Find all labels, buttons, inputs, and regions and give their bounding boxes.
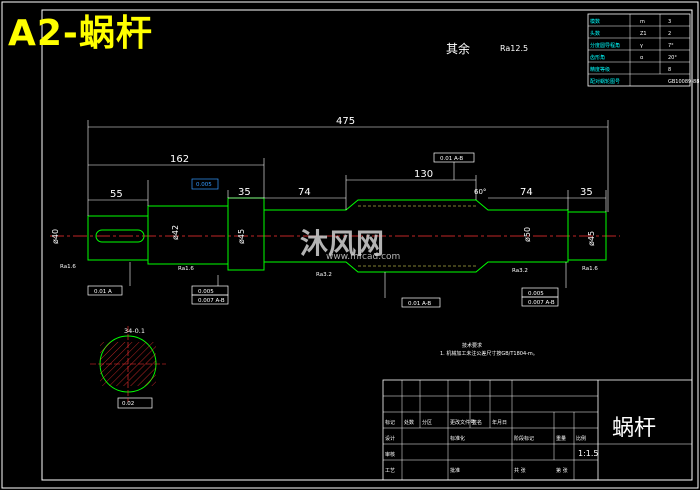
title-block-label: 比例 bbox=[576, 435, 586, 442]
title-block-label: 更改文件号 bbox=[450, 419, 475, 426]
svg-text:0.02: 0.02 bbox=[122, 401, 134, 407]
svg-text:Ra3.2: Ra3.2 bbox=[512, 268, 528, 274]
dim-left-shoulder: 35 bbox=[238, 187, 251, 198]
dim-dia-42: ø42 bbox=[171, 225, 180, 240]
dimension-text: 475 162 55 35 74 130 74 35 60° ø40 ø42 ø… bbox=[51, 116, 596, 246]
params-cell-a: Z1 bbox=[640, 31, 647, 37]
svg-text:0.01 A-B: 0.01 A-B bbox=[440, 156, 463, 162]
title-block-label: 阶段标记 bbox=[514, 435, 534, 442]
part-name: 蜗杆 bbox=[612, 416, 657, 441]
watermark-url: www.mfcad.com bbox=[326, 252, 401, 262]
dim-dia-45-left: ø45 bbox=[237, 229, 246, 244]
dim-mid-right: 74 bbox=[520, 187, 533, 198]
svg-text:0.01 A-B: 0.01 A-B bbox=[408, 301, 431, 307]
svg-text:0.005: 0.005 bbox=[198, 289, 214, 295]
title-block bbox=[382, 379, 693, 481]
params-cell-b: 8 bbox=[668, 67, 671, 73]
title-block-label: 年月日 bbox=[492, 419, 507, 426]
title-block-label: 标记 bbox=[385, 419, 395, 426]
dim-dia-left: ø40 bbox=[51, 229, 60, 244]
params-cell-b: 2 bbox=[668, 31, 671, 37]
dim-dia-45-right: ø45 bbox=[587, 231, 596, 246]
dim-chamfer: 60° bbox=[474, 188, 486, 196]
svg-text:34-0.1: 34-0.1 bbox=[124, 327, 145, 335]
title-block-label: 签名 bbox=[472, 419, 482, 426]
params-cell-b: GB10089-88 bbox=[668, 79, 699, 85]
params-cell-k: 模数 bbox=[590, 18, 600, 25]
title-block-label: 分区 bbox=[422, 419, 432, 426]
svg-text:0.01 A: 0.01 A bbox=[94, 289, 112, 295]
params-cell-b: 20° bbox=[668, 55, 677, 61]
tech-requirements-line: 1. 机械加工未注公差尺寸按GB/T1804-m。 bbox=[440, 351, 538, 357]
dim-mid-left: 74 bbox=[298, 187, 311, 198]
svg-text:Ra1.6: Ra1.6 bbox=[60, 264, 76, 270]
leaders bbox=[129, 162, 567, 298]
title-block-label: 批准 bbox=[450, 467, 460, 474]
dimension-lines bbox=[87, 120, 609, 216]
svg-text:0.005: 0.005 bbox=[196, 182, 212, 188]
dim-right-shoulder: 35 bbox=[580, 187, 593, 198]
inner-border bbox=[41, 9, 693, 481]
tolerance-frames bbox=[87, 152, 559, 409]
dim-dia-50: ø50 bbox=[523, 227, 532, 242]
params-cell-a: m bbox=[640, 19, 645, 25]
surface-finish-label: 其余 bbox=[446, 42, 471, 56]
drawing-title: A2-蜗杆 bbox=[8, 13, 153, 54]
dim-overall: 475 bbox=[336, 116, 355, 127]
params-cell-a: α bbox=[640, 55, 644, 61]
svg-text:0.007 A-B: 0.007 A-B bbox=[528, 300, 555, 306]
svg-text:0.005: 0.005 bbox=[528, 291, 544, 297]
keyway-section bbox=[90, 326, 166, 402]
title-block-label: 审核 bbox=[385, 451, 395, 458]
title-block-label: 设计 bbox=[385, 435, 395, 442]
params-text: 模数 m 3 头数 Z1 2 分度圆导程角 γ 7° 齿形角 α 20° 精度等级 8 配对蜗轮图号 GB10… bbox=[590, 18, 699, 85]
tech-requirements-title: 技术要求 bbox=[462, 343, 483, 349]
annotation-text: 0.01 A-B 0.005 0.01 A 0.005 0.007 A-B 0.… bbox=[60, 156, 598, 407]
params-cell-k: 配对蜗轮图号 bbox=[590, 78, 620, 85]
params-cell-k: 齿形角 bbox=[590, 54, 605, 61]
title-block-label: 第 张 bbox=[556, 467, 568, 474]
dim-keyway-section: 55 bbox=[110, 189, 123, 200]
scale-value: 1:1.5 bbox=[578, 449, 599, 458]
title-block-label: 共 张 bbox=[514, 467, 526, 474]
params-cell-b: 3 bbox=[668, 19, 671, 25]
params-table bbox=[587, 13, 691, 87]
dim-center: 130 bbox=[414, 169, 433, 180]
params-cell-a: γ bbox=[640, 43, 643, 49]
title-block-label: 标准化 bbox=[450, 435, 465, 442]
dim-left-section: 162 bbox=[170, 154, 189, 165]
params-cell-k: 分度圆导程角 bbox=[590, 42, 620, 49]
svg-text:Ra1.6: Ra1.6 bbox=[582, 266, 598, 272]
title-block-label: 重量 bbox=[556, 435, 566, 442]
svg-text:Ra1.6: Ra1.6 bbox=[178, 266, 194, 272]
svg-text:0.007 A-B: 0.007 A-B bbox=[198, 298, 225, 304]
params-cell-b: 7° bbox=[668, 43, 674, 49]
params-cell-k: 头数 bbox=[590, 30, 600, 37]
surface-finish-ra: Ra12.5 bbox=[500, 44, 529, 53]
title-block-label: 工艺 bbox=[385, 468, 395, 474]
title-block-label: 处数 bbox=[404, 419, 414, 426]
svg-text:Ra3.2: Ra3.2 bbox=[316, 272, 332, 278]
watermark-brand: 沐风网 bbox=[300, 227, 385, 260]
params-cell-k: 精度等级 bbox=[590, 66, 610, 73]
shaft-outline bbox=[87, 197, 607, 273]
